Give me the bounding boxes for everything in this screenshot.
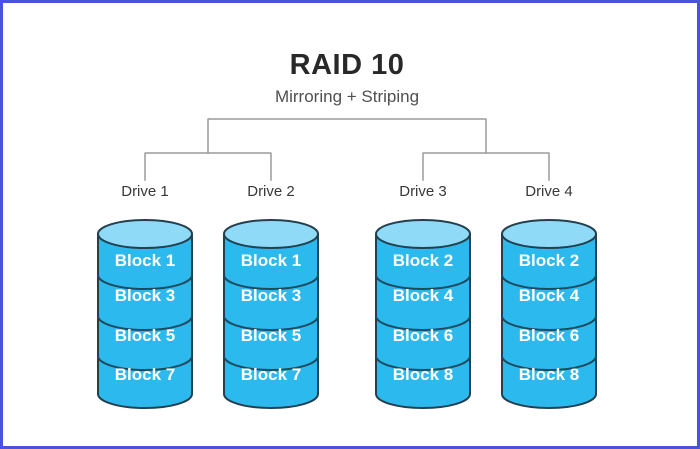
cylinder-divider <box>501 355 597 371</box>
drive-3-cylinder-icon: Block 2 Block 4 Block 6 Block 8 <box>375 219 471 409</box>
mirror-bracket-right <box>422 152 550 181</box>
cylinder-divider <box>97 315 193 331</box>
drive-1-group: Drive 1 Block 1 Block 3 Block 5 Block 7 <box>96 183 194 413</box>
cylinder-body <box>97 233 193 409</box>
drive-3-label: Drive 3 <box>399 183 447 200</box>
block-label: Block 2 <box>393 251 453 270</box>
drive-1-cylinder-icon: Block 1 Block 3 Block 5 Block 7 <box>97 219 193 409</box>
mirror-bracket-left <box>144 152 272 181</box>
block-label: Block 6 <box>393 326 453 345</box>
cylinder-divider <box>375 274 471 290</box>
block-label: Block 8 <box>393 365 453 384</box>
diagram-subtitle: Mirroring + Striping <box>274 87 420 106</box>
block-label: Block 1 <box>115 251 175 270</box>
cylinder-divider <box>223 315 319 331</box>
block-label: Block 5 <box>115 326 175 345</box>
block-label: Block 4 <box>393 286 454 305</box>
block-label: Block 4 <box>519 286 580 305</box>
block-label: Block 1 <box>241 251 301 270</box>
cylinder-divider <box>501 274 597 290</box>
cylinder-top-ellipse <box>97 219 193 249</box>
block-label: Block 3 <box>115 286 175 305</box>
block-label: Block 8 <box>519 365 579 384</box>
cylinder-divider <box>97 274 193 290</box>
cylinder-body <box>375 233 471 409</box>
block-label: Block 7 <box>115 365 175 384</box>
cylinder-divider <box>375 315 471 331</box>
cylinder-divider <box>501 315 597 331</box>
block-label: Block 7 <box>241 365 301 384</box>
drive-2-cylinder-icon: Block 1 Block 3 Block 5 Block 7 <box>223 219 319 409</box>
cylinder-divider <box>375 355 471 371</box>
drive-1-label: Drive 1 <box>121 183 169 200</box>
cylinder-top-ellipse <box>375 219 471 249</box>
diagram-title: RAID 10 <box>289 49 405 81</box>
drive-4-label: Drive 4 <box>525 183 573 200</box>
stripe-bracket <box>207 118 487 154</box>
cylinder-body <box>223 233 319 409</box>
drive-2-label: Drive 2 <box>247 183 295 200</box>
cylinder-divider <box>97 355 193 371</box>
drive-2-group: Drive 2 Block 1 Block 3 Block 5 Block 7 <box>222 183 320 413</box>
cylinder-top-ellipse <box>501 219 597 249</box>
drive-3-group: Drive 3 Block 2 Block 4 Block 6 Block 8 <box>374 183 472 413</box>
cylinder-body <box>501 233 597 409</box>
cylinder-divider <box>223 274 319 290</box>
drive-4-group: Drive 4 Block 2 Block 4 Block 6 Block 8 <box>500 183 598 413</box>
cylinder-top-ellipse <box>223 219 319 249</box>
cylinder-divider <box>223 355 319 371</box>
block-label: Block 6 <box>519 326 579 345</box>
drive-4-cylinder-icon: Block 2 Block 4 Block 6 Block 8 <box>501 219 597 409</box>
block-label: Block 2 <box>519 251 579 270</box>
block-label: Block 5 <box>241 326 301 345</box>
block-label: Block 3 <box>241 286 301 305</box>
